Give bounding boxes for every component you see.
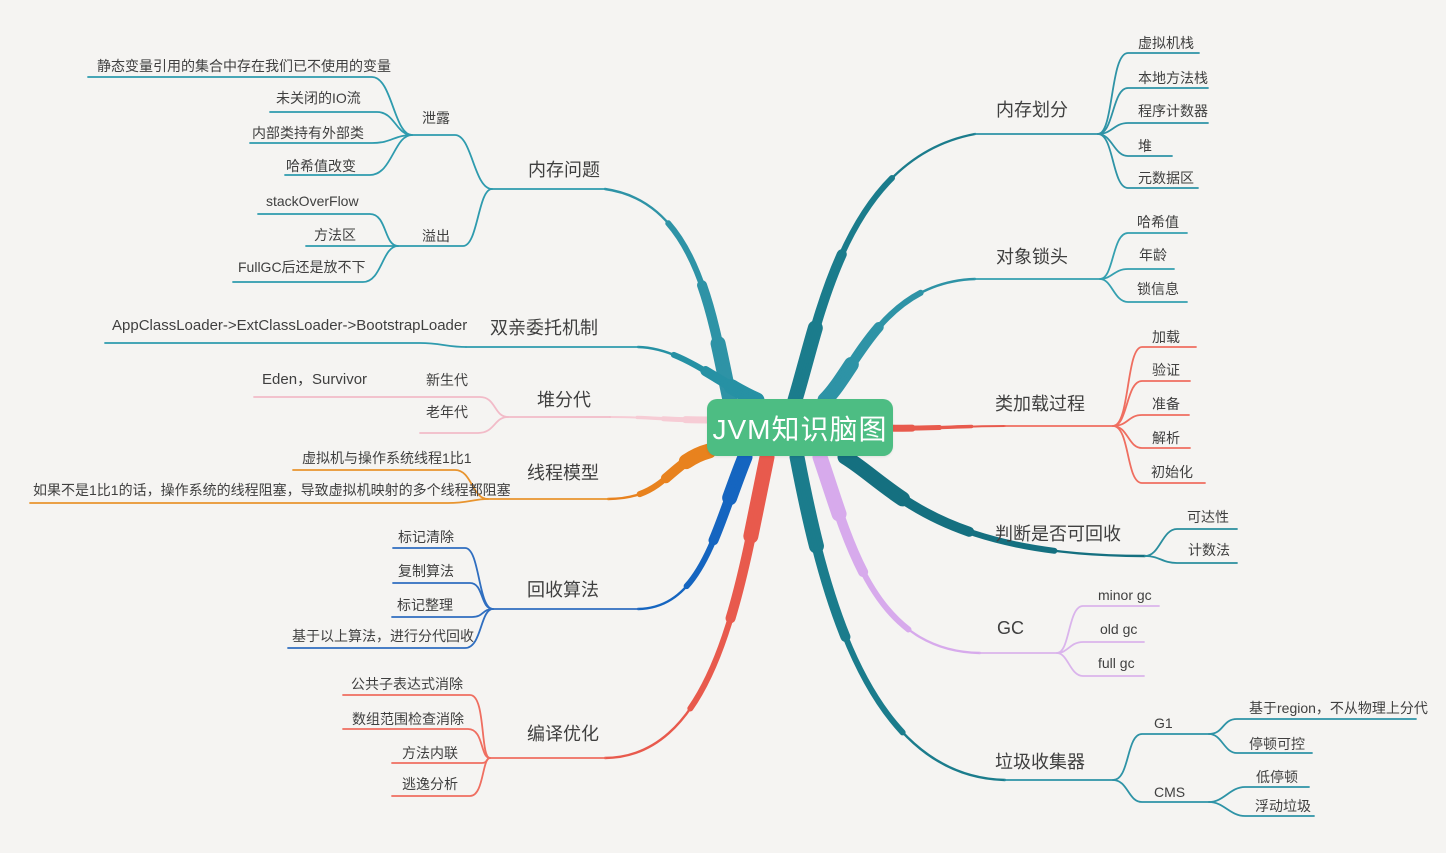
node-generational[interactable]: 基于以上算法，进行分代回收	[292, 628, 474, 644]
lines-thread-model	[29, 469, 609, 504]
node-leak-inner-class[interactable]: 内部类持有外部类	[252, 125, 364, 141]
lines-compile-optimization	[342, 694, 606, 797]
node-mark-sweep[interactable]: 标记清除	[398, 529, 454, 545]
node-eden-survivor[interactable]: Eden，Survivor	[262, 371, 368, 388]
node-resolution[interactable]: 解析	[1152, 430, 1180, 446]
node-thread-model[interactable]: 线程模型	[527, 463, 599, 483]
ribbon-object-header	[825, 279, 975, 400]
node-g1-region[interactable]: 基于region，不从物理上分代	[1249, 700, 1428, 716]
node-lock-info[interactable]: 锁信息	[1137, 281, 1179, 297]
node-overflow-stackoverflow[interactable]: stackOverFlow	[266, 193, 359, 209]
node-gc-algorithms[interactable]: 回收算法	[527, 580, 599, 600]
node-reachability-analysis[interactable]: 可达性	[1187, 509, 1229, 525]
node-g1[interactable]: G1	[1154, 715, 1173, 731]
node-overflow-method-area[interactable]: 方法区	[314, 227, 356, 243]
node-memory-problem[interactable]: 内存问题	[528, 160, 600, 180]
node-full-gc[interactable]: full gc	[1098, 655, 1135, 671]
node-reference-counting[interactable]: 计数法	[1188, 542, 1230, 558]
node-compile-optimization[interactable]: 编译优化	[527, 724, 599, 744]
node-cms[interactable]: CMS	[1154, 784, 1186, 800]
node-minor-gc[interactable]: minor gc	[1098, 587, 1152, 603]
node-g1-pause-control[interactable]: 停顿可控	[1249, 736, 1305, 752]
node-mark-compact[interactable]: 标记整理	[397, 597, 453, 613]
node-hash-value[interactable]: 哈希值	[1137, 214, 1179, 230]
node-overflow[interactable]: 溢出	[422, 228, 450, 244]
lines-memory-layout	[974, 52, 1209, 189]
node-cms-low-pause[interactable]: 低停顿	[1256, 769, 1298, 785]
node-classloader-chain[interactable]: AppClassLoader->ExtClassLoader->Bootstra…	[112, 317, 468, 334]
ribbon-memory-problem	[605, 189, 730, 400]
node-young-gen[interactable]: 新生代	[426, 372, 468, 388]
node-leak-io-stream[interactable]: 未关闭的IO流	[276, 90, 361, 106]
node-native-stack[interactable]: 本地方法栈	[1138, 70, 1208, 86]
ribbon-thread-model	[608, 451, 709, 499]
node-inlining[interactable]: 方法内联	[402, 745, 458, 761]
lines-object-header	[974, 232, 1188, 303]
node-loading[interactable]: 加载	[1152, 329, 1180, 345]
lines-garbage-collectors	[1004, 718, 1417, 817]
node-copying[interactable]: 复制算法	[398, 563, 454, 579]
center-node-label: JVM知识脑图	[712, 413, 888, 445]
lines-memory-problem	[87, 76, 606, 283]
node-class-loading[interactable]: 类加载过程	[995, 394, 1085, 414]
node-overflow-fullgc[interactable]: FullGC后还是放不下	[238, 259, 366, 275]
node-heap-generation[interactable]: 堆分代	[537, 390, 591, 410]
lines-parent-delegation	[104, 342, 639, 348]
center-node[interactable]: JVM知识脑图	[707, 399, 893, 456]
node-garbage-collectors[interactable]: 垃圾收集器	[995, 752, 1085, 772]
lines-gc	[979, 605, 1160, 677]
ribbon-heap-generation	[610, 417, 707, 420]
node-old-gen[interactable]: 老年代	[426, 404, 468, 420]
node-thread-1to1[interactable]: 虚拟机与操作系统线程1比1	[302, 450, 472, 466]
node-gc[interactable]: GC	[997, 618, 1024, 638]
node-parent-delegation[interactable]: 双亲委托机制	[490, 318, 598, 338]
ribbon-gc-algorithms	[638, 457, 745, 609]
node-leak-static-vars[interactable]: 静态变量引用的集合中存在我们已不使用的变量	[97, 58, 391, 74]
lines-reachability	[1144, 528, 1238, 564]
node-leak[interactable]: 泄露	[422, 110, 450, 126]
lines-gc-algorithms	[287, 547, 639, 649]
node-age[interactable]: 年龄	[1139, 247, 1167, 263]
node-old-gc[interactable]: old gc	[1100, 621, 1138, 637]
node-metaspace[interactable]: 元数据区	[1138, 170, 1194, 186]
node-cms-floating-garbage[interactable]: 浮动垃圾	[1255, 798, 1311, 814]
ribbon-compile-optimization	[605, 457, 767, 758]
node-leak-hash-change[interactable]: 哈希值改变	[286, 158, 356, 174]
node-vm-stack[interactable]: 虚拟机栈	[1138, 35, 1194, 51]
lines-heap-generation	[253, 396, 611, 434]
node-thread-blocking[interactable]: 如果不是1比1的话，操作系统的线程阻塞，导致虚拟机映射的多个线程都阻塞	[33, 482, 511, 498]
ribbon-memory-layout	[795, 134, 975, 400]
node-memory-layout[interactable]: 内存划分	[996, 100, 1068, 120]
ribbon-class-loading	[886, 426, 1005, 428]
node-object-header[interactable]: 对象锁头	[996, 247, 1068, 267]
node-initialization[interactable]: 初始化	[1151, 464, 1193, 480]
node-pc-register[interactable]: 程序计数器	[1138, 103, 1208, 119]
node-escape-analysis[interactable]: 逃逸分析	[402, 776, 458, 792]
node-heap[interactable]: 堆	[1138, 138, 1152, 154]
ribbon-parent-delegation	[638, 347, 757, 400]
node-bounds-check[interactable]: 数组范围检查消除	[352, 711, 464, 727]
node-preparation[interactable]: 准备	[1152, 396, 1180, 412]
node-cse[interactable]: 公共子表达式消除	[351, 676, 463, 692]
node-verification[interactable]: 验证	[1152, 362, 1180, 378]
lines-class-loading	[1004, 346, 1206, 484]
node-reachability-check[interactable]: 判断是否可回收	[995, 524, 1121, 544]
